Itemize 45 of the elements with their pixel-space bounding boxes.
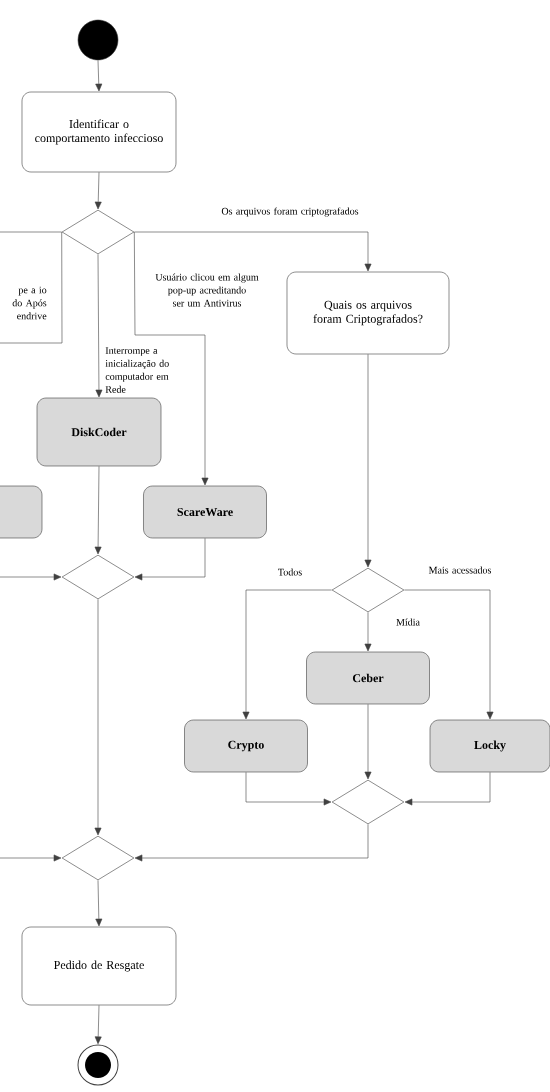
decision-diamond bbox=[331, 779, 405, 825]
edge-label: Usuário clicou em algum pop-up acreditando ser um Antivirus bbox=[155, 273, 259, 307]
edge-label: Todos bbox=[278, 568, 302, 576]
arrow bbox=[364, 612, 372, 652]
arrow bbox=[94, 1005, 102, 1045]
arrow bbox=[94, 599, 102, 836]
arrow bbox=[95, 880, 103, 927]
arrow bbox=[404, 589, 494, 720]
action-box: ScareWare bbox=[143, 485, 267, 539]
arrow bbox=[134, 231, 372, 272]
arrow bbox=[364, 704, 372, 780]
decision-diamond bbox=[61, 209, 135, 255]
decision-diamond bbox=[61, 554, 135, 600]
arrow bbox=[134, 538, 206, 581]
arrow bbox=[245, 772, 332, 806]
action-box bbox=[0, 485, 43, 539]
arrow bbox=[134, 231, 209, 486]
arrow bbox=[404, 772, 491, 806]
arrow bbox=[242, 589, 332, 720]
arrow bbox=[0, 854, 62, 862]
arrow bbox=[94, 172, 102, 210]
action-box: Quais os arquivos foram Criptografados? bbox=[286, 271, 450, 355]
action-box: Crypto bbox=[184, 719, 308, 773]
arrow bbox=[95, 60, 103, 92]
action-box: Pedido de Resgate bbox=[21, 926, 177, 1006]
arrow bbox=[94, 466, 102, 555]
action-box: DiskCoder bbox=[36, 397, 162, 467]
arrow bbox=[364, 354, 372, 568]
decision-diamond bbox=[331, 567, 405, 613]
arrow bbox=[95, 254, 103, 398]
action-box: Ceber bbox=[306, 651, 430, 705]
edge-label: Mais acessados bbox=[428, 566, 491, 574]
decision-diamond bbox=[61, 835, 135, 881]
final-node bbox=[77, 1044, 119, 1086]
connector-line bbox=[0, 231, 62, 233]
arrow bbox=[0, 573, 62, 581]
initial-node bbox=[77, 19, 119, 61]
action-box: Locky bbox=[429, 719, 550, 773]
edge-label: Interrompe a inicialização do computador em Rede bbox=[105, 347, 169, 393]
arrow bbox=[134, 824, 369, 862]
edge-label: Mídia bbox=[396, 618, 420, 626]
edge-label: Os arquivos foram criptografados bbox=[221, 207, 359, 217]
action-box: Identificar o comportamento infeccioso bbox=[21, 91, 177, 173]
edge-label: pe a io do Após endrive bbox=[12, 286, 47, 320]
connector-line bbox=[0, 231, 63, 344]
